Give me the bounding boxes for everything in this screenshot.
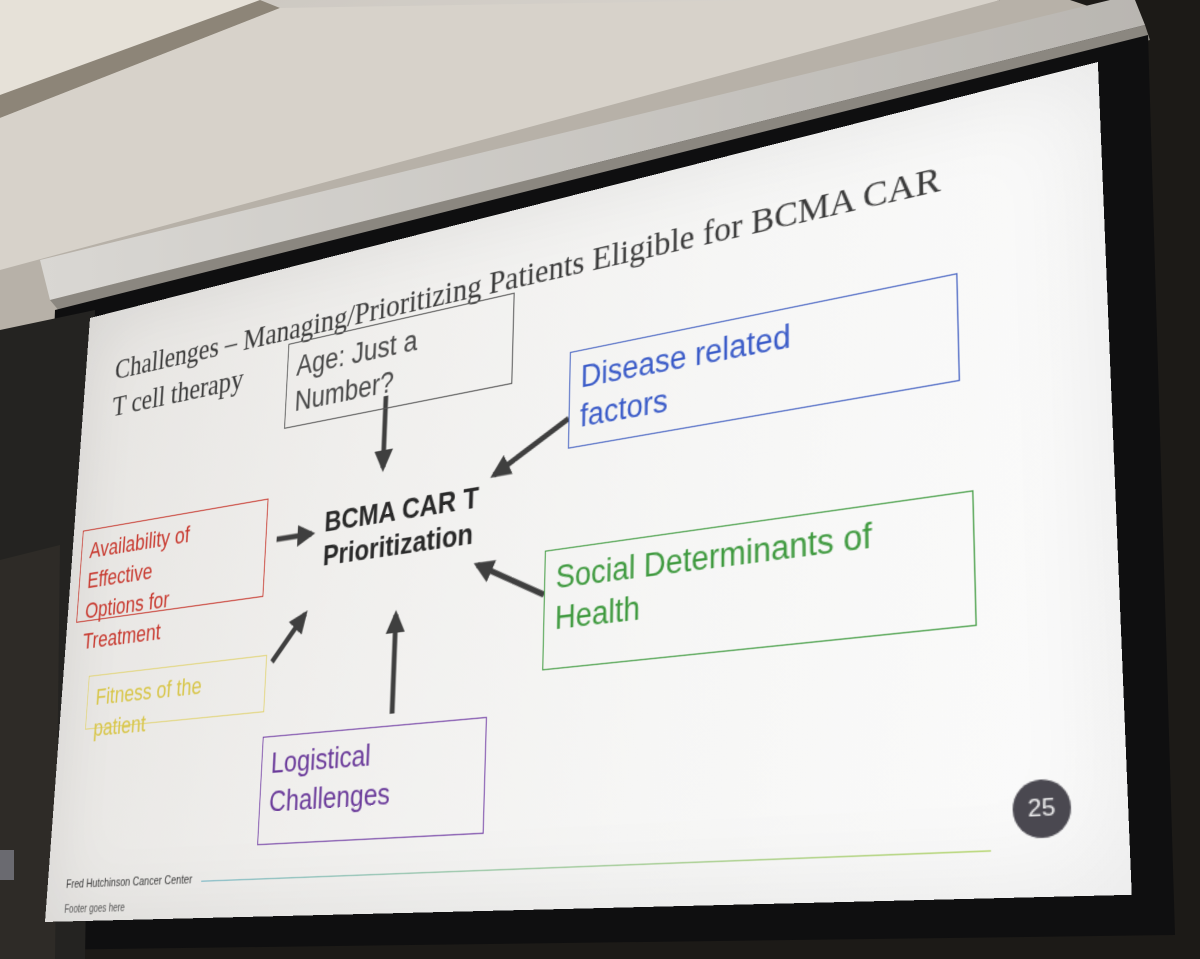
- arrow-from-logistical: [392, 615, 396, 714]
- arrow-from-availability: [277, 534, 312, 540]
- arrow-from-disease: [494, 419, 569, 476]
- arrow-from-fitness: [272, 614, 305, 662]
- footer-text: Footer goes here: [64, 902, 125, 916]
- arrow-from-social: [476, 555, 545, 603]
- factor-age-label: Age: Just a Number?: [294, 324, 418, 418]
- factor-logistical-box: Logistical Challenges: [257, 717, 487, 845]
